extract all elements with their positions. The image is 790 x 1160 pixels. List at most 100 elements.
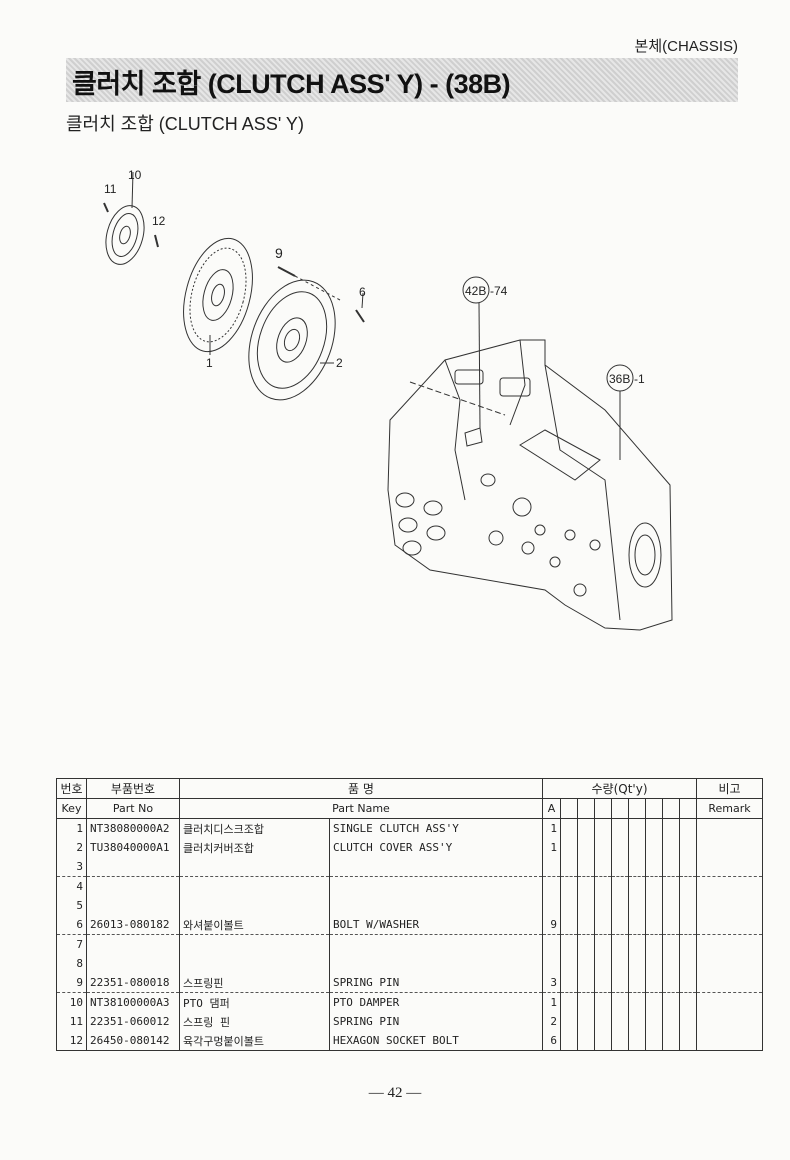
callout-12: 12 xyxy=(152,214,166,228)
qty-empty-cell xyxy=(577,973,595,993)
qty-empty-cell xyxy=(645,915,663,935)
name-en-cell xyxy=(329,876,543,896)
qty-empty-cell xyxy=(662,876,680,896)
name-kr-cell xyxy=(179,876,330,896)
qty-a-cell: 6 xyxy=(542,1031,561,1051)
qty-a-cell: 1 xyxy=(542,818,561,838)
qty-empty-cell xyxy=(577,818,595,838)
qty-empty-cell xyxy=(662,992,680,1012)
qty-empty-cell xyxy=(628,1012,646,1031)
name-kr-cell: 클러치커버조합 xyxy=(179,838,330,857)
qty-empty-cell xyxy=(594,954,612,973)
qty-empty-cell xyxy=(594,973,612,993)
name-en-cell: BOLT W/WASHER xyxy=(329,915,543,935)
part-no-cell: 26013-080182 xyxy=(86,915,180,935)
qty-empty-cell xyxy=(611,838,629,857)
qty-empty-cell xyxy=(679,1012,697,1031)
qty-empty-cell xyxy=(611,915,629,935)
header-key-kr: 번호 xyxy=(56,778,87,799)
qty-empty-cell xyxy=(577,896,595,915)
header-qty-kr: 수량(Qt'y) xyxy=(542,778,697,799)
qty-empty-cell xyxy=(611,1012,629,1031)
remark-cell xyxy=(696,1031,763,1051)
qty-empty-cell xyxy=(594,876,612,896)
header-part-no-en: Part No xyxy=(86,798,180,819)
qty-empty-cell xyxy=(628,973,646,993)
ref-36b: 36B xyxy=(609,372,630,386)
qty-empty-cell xyxy=(560,973,578,993)
qty-empty-cell xyxy=(560,857,578,877)
qty-empty-cell xyxy=(662,896,680,915)
qty-empty-cell xyxy=(594,934,612,954)
qty-empty-cell xyxy=(560,818,578,838)
qty-empty-cell xyxy=(662,1031,680,1051)
qty-empty-cell xyxy=(679,934,697,954)
key-cell: 6 xyxy=(56,915,87,935)
qty-empty-cell xyxy=(577,992,595,1012)
qty-empty-cell xyxy=(645,1031,663,1051)
key-cell: 1 xyxy=(56,818,87,838)
qty-empty-cell xyxy=(662,973,680,993)
ref-36b-suffix: -1 xyxy=(634,372,645,386)
qty-empty-cell xyxy=(679,954,697,973)
part-no-cell: 22351-060012 xyxy=(86,1012,180,1031)
part-no-cell xyxy=(86,934,180,954)
qty-empty-cell xyxy=(577,934,595,954)
qty-a-cell: 1 xyxy=(542,992,561,1012)
header-remark-en: Remark xyxy=(696,798,763,819)
part-no-cell xyxy=(86,857,180,877)
qty-empty-cell xyxy=(645,1012,663,1031)
qty-a-cell: 9 xyxy=(542,915,561,935)
qty-empty-cell xyxy=(628,818,646,838)
name-kr-cell: 클러치디스크조합 xyxy=(179,818,330,838)
qty-a-cell: 3 xyxy=(542,973,561,993)
qty-a-cell xyxy=(542,934,561,954)
qty-empty-cell xyxy=(577,954,595,973)
qty-empty-cell xyxy=(628,934,646,954)
qty-empty-cell xyxy=(594,838,612,857)
qty-empty-cell xyxy=(662,857,680,877)
diagram-subtitle: 클러치 조합 (CLUTCH ASS' Y) xyxy=(66,114,304,134)
qty-empty-cell xyxy=(577,876,595,896)
name-kr-cell xyxy=(179,857,330,877)
callout-6: 6 xyxy=(359,285,366,299)
part-no-cell: 26450-080142 xyxy=(86,1031,180,1051)
name-en-cell: SINGLE CLUTCH ASS'Y xyxy=(329,818,543,838)
qty-empty-cell xyxy=(594,896,612,915)
qty-empty-cell xyxy=(628,915,646,935)
qty-empty-cell xyxy=(645,992,663,1012)
transmission-case xyxy=(387,339,673,631)
section-label: 본체(CHASSIS) xyxy=(634,38,738,55)
qty-empty-cell xyxy=(679,1031,697,1051)
key-cell: 7 xyxy=(56,934,87,954)
table-subheader-row: Key Part No Part Name A Remark xyxy=(56,798,763,819)
qty-empty-cell xyxy=(679,818,697,838)
exploded-parts-diagram: 10 11 12 9 6 1 2 42B -74 36B -1 xyxy=(103,168,673,631)
qty-empty-cell xyxy=(645,973,663,993)
ref-42b: 42B xyxy=(465,284,486,298)
header-remark-kr: 비고 xyxy=(696,778,763,799)
part-no-cell: 22351-080018 xyxy=(86,973,180,993)
table-row: 8 xyxy=(56,954,763,973)
name-en-cell: SPRING PIN xyxy=(329,973,543,993)
part-no-cell: TU38040000A1 xyxy=(86,838,180,857)
qty-empty-cell xyxy=(679,838,697,857)
qty-empty-cell xyxy=(628,896,646,915)
qty-empty-cell xyxy=(628,954,646,973)
qty-empty-cell xyxy=(645,876,663,896)
qty-empty-cell xyxy=(594,1031,612,1051)
name-kr-cell: 육각구멍붙이볼트 xyxy=(179,1031,330,1051)
qty-empty-cell xyxy=(611,954,629,973)
qty-empty-cell xyxy=(611,1031,629,1051)
qty-empty-cell xyxy=(577,838,595,857)
qty-empty-cell xyxy=(645,818,663,838)
remark-cell xyxy=(696,992,763,1012)
qty-empty-cell xyxy=(679,915,697,935)
qty-empty-cell xyxy=(560,838,578,857)
qty-empty-cell xyxy=(594,857,612,877)
key-cell: 8 xyxy=(56,954,87,973)
